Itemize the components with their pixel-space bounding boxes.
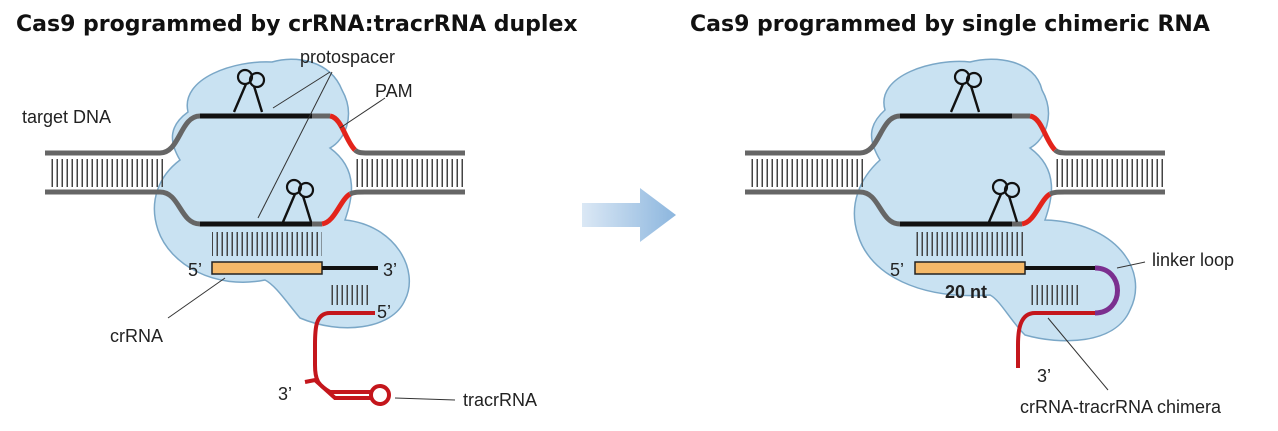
label-crrna-5prime: 5’ — [188, 260, 202, 280]
label-pam: PAM — [375, 81, 413, 101]
left-panel-title: Cas9 programmed by crRNA:tracrRNA duplex — [16, 12, 578, 37]
target-dna-bottom-strand — [45, 189, 201, 227]
dna-right-bottom-r — [1048, 189, 1165, 197]
guide-bar-20nt — [914, 261, 1026, 275]
crrna-base-pairs — [212, 232, 322, 256]
dna-base-pairs-right-2 — [1055, 159, 1165, 187]
label-tracr-5prime: 5’ — [377, 302, 391, 322]
protospacer-leader-2 — [257, 71, 333, 219]
chimera-leader — [1047, 317, 1109, 391]
label-chimera: crRNA-tracrRNA chimera — [1020, 397, 1222, 417]
pam-top-r — [1029, 113, 1057, 152]
guide-base-pairs — [915, 232, 1025, 256]
tracrrna-leader — [394, 397, 456, 401]
dna-base-pairs-right — [750, 159, 865, 187]
target-dna-top-strand-r — [745, 113, 901, 156]
dna-right-bottom — [348, 189, 465, 197]
label-protospacer: protospacer — [300, 47, 395, 67]
protospacer-leader — [272, 71, 331, 109]
tracrrna-stem — [304, 377, 372, 400]
pam-bottom — [321, 191, 352, 227]
dna-base-pairs-left — [50, 159, 165, 187]
right-panel-title: Cas9 programmed by single chimeric RNA — [690, 12, 1210, 37]
tracrrna-loop — [369, 384, 391, 406]
chimera-base-pairs — [1030, 285, 1080, 305]
label-20nt: 20 nt — [945, 282, 987, 302]
label-crrna-3prime: 3’ — [383, 260, 397, 280]
target-dna-bottom-strand-r — [745, 189, 901, 227]
pam-top — [329, 113, 357, 152]
label-target-dna: target DNA — [22, 107, 111, 127]
label-5prime-r: 5’ — [890, 260, 904, 280]
label-crrna: crRNA — [110, 326, 163, 346]
label-3prime-r: 3’ — [1037, 366, 1051, 386]
left-panel: protospacer PAM target DNA 5’ 3’ 5’ 3’ c… — [22, 47, 537, 410]
target-dna-top-strand — [45, 113, 201, 156]
pam-leader — [339, 97, 386, 129]
pam-bottom-r — [1021, 191, 1052, 227]
right-panel: 5’ 20 nt 3’ linker loop crRNA-tracrRNA c… — [745, 58, 1234, 417]
tracr-base-pairs — [330, 285, 370, 305]
dna-right-top — [353, 148, 465, 156]
label-tracr-3prime: 3’ — [278, 384, 292, 404]
label-linker-loop: linker loop — [1152, 250, 1234, 270]
dna-right-top-r — [1053, 148, 1165, 156]
crrna-leader — [167, 277, 226, 319]
linker-leader — [1116, 261, 1146, 269]
dna-base-pairs-left-2 — [355, 159, 465, 187]
cas9-protein-left — [153, 58, 410, 329]
cas9-protein-right — [853, 58, 1137, 342]
label-tracrrna: tracrRNA — [463, 390, 537, 410]
linker-loop — [1094, 265, 1120, 316]
chimera-tracr-strand — [1016, 311, 1095, 368]
crrna-bar — [211, 261, 323, 275]
transition-arrow — [582, 188, 676, 242]
